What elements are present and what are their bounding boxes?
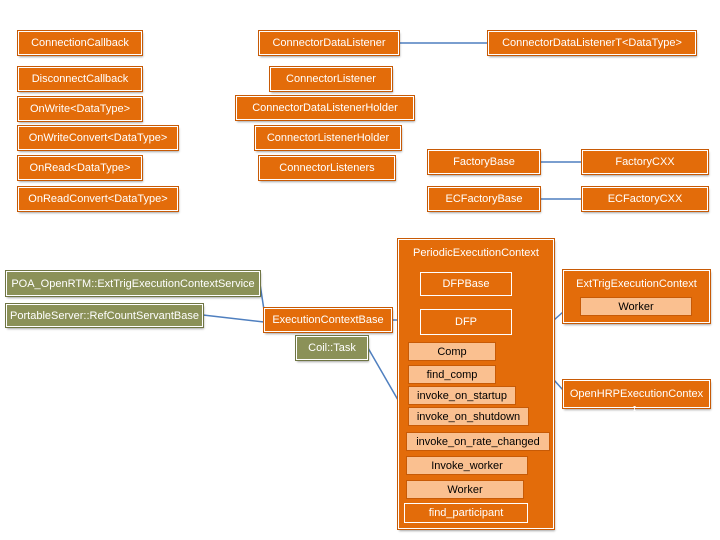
member-comp: Comp: [408, 342, 496, 361]
class-connector-listener-holder: ConnectorListenerHolder: [254, 125, 402, 151]
class-poa-ext-trig-service: POA_OpenRTM::ExtTrigExecutionContextServ…: [5, 270, 261, 297]
class-connector-data-listener-holder: ConnectorDataListenerHolder: [235, 95, 415, 121]
class-factory-base: FactoryBase: [427, 149, 541, 175]
class-title: PeriodicExecutionContext: [413, 247, 539, 259]
member-label: invoke_on_shutdown: [416, 410, 521, 423]
member-invoke-on-shutdown: invoke_on_shutdown: [408, 407, 529, 426]
class-label: OnRead<DataType>: [29, 162, 131, 174]
class-coil-task: Coil::Task: [295, 335, 369, 361]
class-label: ConnectorDataListenerHolder: [252, 102, 398, 114]
class-label: ConnectionCallback: [31, 37, 129, 49]
class-label: ConnectorListenerHolder: [266, 132, 390, 144]
class-label: ConnectorDataListenerT<DataType>: [502, 37, 682, 49]
connector-refcount-to-ec-base: [202, 314, 265, 323]
text-cursor-icon: ɪ: [633, 403, 637, 413]
class-ec-factory-cxx: ECFactoryCXX: [581, 186, 709, 212]
class-label: PortableServer::RefCountServantBase: [10, 309, 199, 322]
member-label: invoke_on_rate_changed: [416, 435, 540, 448]
connector-periodic-to-openhrp: [553, 379, 564, 391]
member-label: Worker: [447, 483, 483, 496]
class-disconnect-callback: DisconnectCallback: [17, 66, 143, 92]
class-dfp: DFP: [420, 309, 512, 335]
class-label: OnWrite<DataType>: [29, 103, 131, 115]
class-on-write-convert: OnWriteConvert<DataType>: [17, 125, 179, 151]
class-label: ECFactoryCXX: [607, 193, 683, 205]
class-label: DisconnectCallback: [31, 73, 129, 85]
member-label: Comp: [437, 345, 467, 358]
member-invoke-on-startup: invoke_on_startup: [408, 386, 516, 405]
class-on-write: OnWrite<DataType>: [17, 96, 143, 122]
class-label: FactoryBase: [453, 156, 515, 168]
class-connection-callback: ConnectionCallback: [17, 30, 143, 56]
member-label: Worker: [618, 300, 654, 313]
class-openhrp-execution-context: OpenHRPExecutionContex: [562, 379, 711, 409]
member-find-comp: find_comp: [408, 365, 496, 384]
class-label: DFP: [455, 316, 477, 328]
class-label: ExecutionContextBase: [272, 314, 384, 326]
class-label: FactoryCXX: [615, 156, 675, 168]
class-connector-listener: ConnectorListener: [269, 66, 393, 92]
class-label: OnWriteConvert<DataType>: [28, 132, 168, 144]
class-label: POA_OpenRTM::ExtTrigExecutionContextServ…: [11, 277, 255, 290]
class-on-read: OnRead<DataType>: [17, 155, 143, 181]
class-label: ConnectorListeners: [279, 162, 375, 174]
class-label: OpenHRPExecutionContex: [569, 388, 704, 400]
class-label: Coil::Task: [308, 342, 356, 354]
class-factory-cxx: FactoryCXX: [581, 149, 709, 175]
class-dfp-base: DFPBase: [420, 272, 512, 296]
member-label: find_participant: [428, 507, 504, 519]
class-label: ConnectorDataListener: [272, 37, 386, 49]
class-refcount-servant-base: PortableServer::RefCountServantBase: [5, 303, 204, 328]
class-on-read-convert: OnReadConvert<DataType>: [17, 186, 179, 212]
member-find-participant: find_participant: [404, 503, 528, 523]
class-label: ConnectorListener: [286, 73, 376, 85]
member-ext-trig-worker: Worker: [580, 297, 692, 316]
connector-coil-to-periodic: [367, 347, 399, 401]
class-ec-factory-base: ECFactoryBase: [427, 186, 541, 212]
class-execution-context-base: ExecutionContextBase: [263, 307, 393, 333]
member-label: Invoke_worker: [431, 459, 503, 472]
class-connector-data-listener: ConnectorDataListener: [258, 30, 400, 56]
member-label: find_comp: [426, 368, 478, 381]
member-invoke-worker: Invoke_worker: [406, 456, 528, 475]
class-connector-listeners: ConnectorListeners: [258, 155, 396, 181]
class-connector-data-listener-t: ConnectorDataListenerT<DataType>: [487, 30, 697, 56]
class-label: DFPBase: [442, 278, 490, 290]
member-invoke-on-rate-changed: invoke_on_rate_changed: [406, 432, 550, 451]
class-label: ECFactoryBase: [445, 193, 523, 205]
member-label: invoke_on_startup: [417, 389, 507, 402]
class-title: ExtTrigExecutionContext: [576, 278, 697, 290]
class-label: OnReadConvert<DataType>: [28, 193, 168, 205]
member-worker: Worker: [406, 480, 524, 499]
connector-poa-to-ec-base: [259, 283, 265, 311]
connector-periodic-to-ext-trig: [553, 311, 564, 321]
